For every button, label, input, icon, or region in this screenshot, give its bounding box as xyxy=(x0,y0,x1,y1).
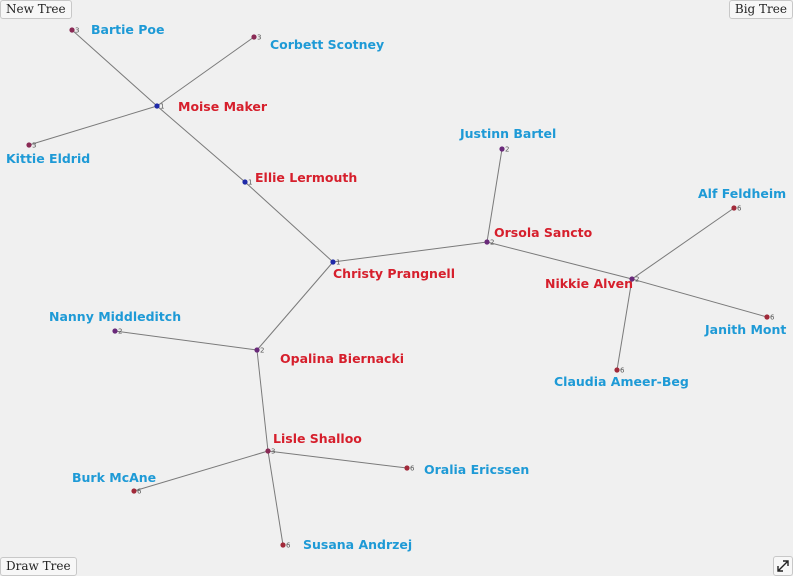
tree-node-lisle[interactable]: 3 Lisle Shalloo xyxy=(265,431,362,456)
new-tree-button[interactable]: New Tree xyxy=(0,0,72,19)
node-level: 3 xyxy=(271,448,275,456)
tree-node-burk[interactable]: 6 Burk McAne xyxy=(72,470,156,496)
tree-edge-orsola-nikkie xyxy=(486,241,633,280)
node-dot-icon[interactable] xyxy=(26,142,32,148)
draw-tree-button[interactable]: Draw Tree xyxy=(0,557,77,576)
node-level: 3 xyxy=(257,34,261,42)
tree-node-susana[interactable]: 6 Susana Andrzej xyxy=(280,537,412,552)
node-dot-icon[interactable] xyxy=(112,328,118,334)
node-label: Moise Maker xyxy=(178,99,268,114)
node-dot-icon[interactable] xyxy=(330,259,336,265)
node-label: Alf Feldheim xyxy=(698,186,786,201)
node-label: Ellie Lermouth xyxy=(255,170,357,185)
node-level: 2 xyxy=(635,276,639,284)
node-level: 1 xyxy=(160,103,164,111)
tree-edge-opalina-lisle xyxy=(256,349,269,452)
tree-edge-lisle-oralia xyxy=(267,450,408,469)
node-dot-icon[interactable] xyxy=(629,276,635,282)
tree-node-corbett[interactable]: 3 Corbett Scotney xyxy=(251,34,384,53)
tree-edge-moise-kittie xyxy=(28,105,158,146)
node-dot-icon[interactable] xyxy=(251,34,257,40)
expand-arrows-icon xyxy=(777,560,789,572)
node-dot-icon[interactable] xyxy=(404,465,410,471)
tree-edge-moise-bartie xyxy=(71,29,158,107)
tree-edge-lisle-susana xyxy=(267,450,284,546)
node-label: Kittie Eldrid xyxy=(6,151,90,166)
node-level: 6 xyxy=(737,205,742,213)
node-level: 1 xyxy=(336,259,340,267)
tree-edge-opalina-nanny xyxy=(114,330,258,351)
tree-edge-christy-orsola xyxy=(332,241,488,263)
node-label: Justinn Bartel xyxy=(459,126,556,141)
node-level: 2 xyxy=(118,328,122,336)
node-dot-icon[interactable] xyxy=(764,314,770,320)
node-dot-icon[interactable] xyxy=(499,146,505,152)
tree-node-alf[interactable]: 6 Alf Feldheim xyxy=(698,186,786,213)
node-label: Opalina Biernacki xyxy=(280,351,404,366)
node-label: Nanny Middleditch xyxy=(49,309,181,324)
node-label: Claudia Ameer-Beg xyxy=(554,374,689,389)
node-dot-icon[interactable] xyxy=(731,205,737,211)
node-level: 1 xyxy=(248,179,252,187)
node-label: Christy Prangnell xyxy=(333,266,455,281)
node-level: 6 xyxy=(770,314,775,322)
node-dot-icon[interactable] xyxy=(280,542,286,548)
node-label: Orsola Sancto xyxy=(494,225,593,240)
node-dot-icon[interactable] xyxy=(131,488,137,494)
node-label: Janith Mont xyxy=(704,322,786,337)
node-dot-icon[interactable] xyxy=(154,103,160,109)
node-level: 2 xyxy=(490,239,494,247)
tree-edge-nikkie-janith xyxy=(631,278,768,318)
tree-edge-moise-corbett xyxy=(156,36,255,107)
node-label: Bartie Poe xyxy=(91,22,164,37)
tree-edge-christy-ellie xyxy=(244,181,334,263)
tree-edge-lisle-burk xyxy=(133,450,269,492)
node-level: 3 xyxy=(75,27,79,35)
big-tree-button[interactable]: Big Tree xyxy=(728,0,793,19)
tree-edges xyxy=(28,29,768,546)
node-label: Lisle Shalloo xyxy=(273,431,362,446)
node-label: Burk McAne xyxy=(72,470,156,485)
node-level: 6 xyxy=(620,367,625,375)
tree-node-moise[interactable]: 1 Moise Maker xyxy=(154,99,268,114)
tree-node-nanny[interactable]: 2 Nanny Middleditch xyxy=(49,309,181,336)
node-dot-icon[interactable] xyxy=(242,179,248,185)
tree-edge-christy-opalina xyxy=(256,261,334,351)
node-label: Corbett Scotney xyxy=(270,37,384,52)
node-level: 6 xyxy=(137,488,142,496)
tree-node-justinn[interactable]: 2 Justinn Bartel xyxy=(459,126,556,154)
tree-node-bartie[interactable]: 3 Bartie Poe xyxy=(69,22,164,37)
tree-node-oralia[interactable]: 6 Oralia Ericssen xyxy=(404,462,529,477)
node-dot-icon[interactable] xyxy=(484,239,490,245)
node-label: Susana Andrzej xyxy=(303,537,412,552)
tree-edge-orsola-justinn xyxy=(486,148,503,243)
node-label: Oralia Ericssen xyxy=(424,462,529,477)
node-level: 6 xyxy=(286,542,291,550)
node-dot-icon[interactable] xyxy=(265,448,271,454)
node-level: 3 xyxy=(32,142,36,150)
node-dot-icon[interactable] xyxy=(69,27,75,33)
node-dot-icon[interactable] xyxy=(614,367,620,373)
node-level: 2 xyxy=(505,146,509,154)
node-label: Nikkie Alven xyxy=(545,276,633,291)
tree-edge-ellie-moise xyxy=(156,105,246,183)
tree-edge-nikkie-alf xyxy=(631,207,735,280)
tree-edge-nikkie-claudia xyxy=(616,278,633,371)
node-level: 2 xyxy=(260,347,264,355)
node-level: 6 xyxy=(410,465,415,473)
node-dot-icon[interactable] xyxy=(254,347,260,353)
